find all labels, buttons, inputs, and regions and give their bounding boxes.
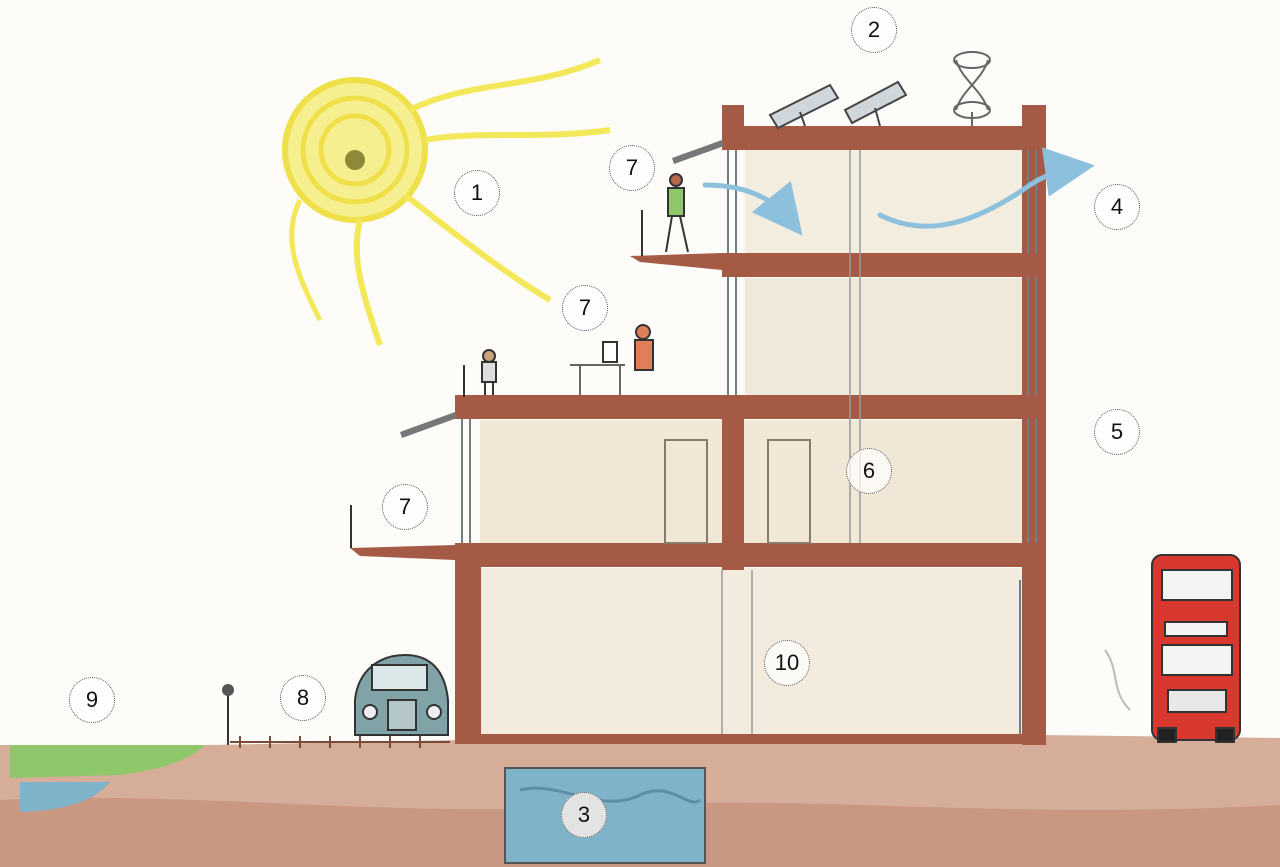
person-mid-terrace <box>482 350 496 395</box>
wind-turbine <box>954 52 990 126</box>
callout-7-top-terrace: 7 <box>609 145 655 191</box>
callout-7-lower-terrace: 7 <box>382 484 428 530</box>
callout-9-pond: 9 <box>69 677 115 723</box>
bus-exhaust <box>1105 650 1130 710</box>
person-top-terrace <box>666 174 688 252</box>
callout-5-facade: 5 <box>1094 409 1140 455</box>
solar-panels <box>770 82 906 128</box>
lamp-head <box>222 684 234 696</box>
car <box>355 655 448 735</box>
callout-3-water-tank: 3 <box>561 792 607 838</box>
building <box>350 105 1046 745</box>
callout-7-mid-terrace: 7 <box>562 285 608 331</box>
person-at-desk <box>570 325 653 395</box>
callout-1-sun: 1 <box>454 170 500 216</box>
bus <box>1152 555 1240 742</box>
sun <box>285 60 610 345</box>
callout-8-paving: 8 <box>280 675 326 721</box>
callout-6-interior: 6 <box>846 448 892 494</box>
callout-4-ventilation: 4 <box>1094 184 1140 230</box>
callout-2-renewables: 2 <box>851 7 897 53</box>
callout-10-ground-floor: 10 <box>764 640 810 686</box>
